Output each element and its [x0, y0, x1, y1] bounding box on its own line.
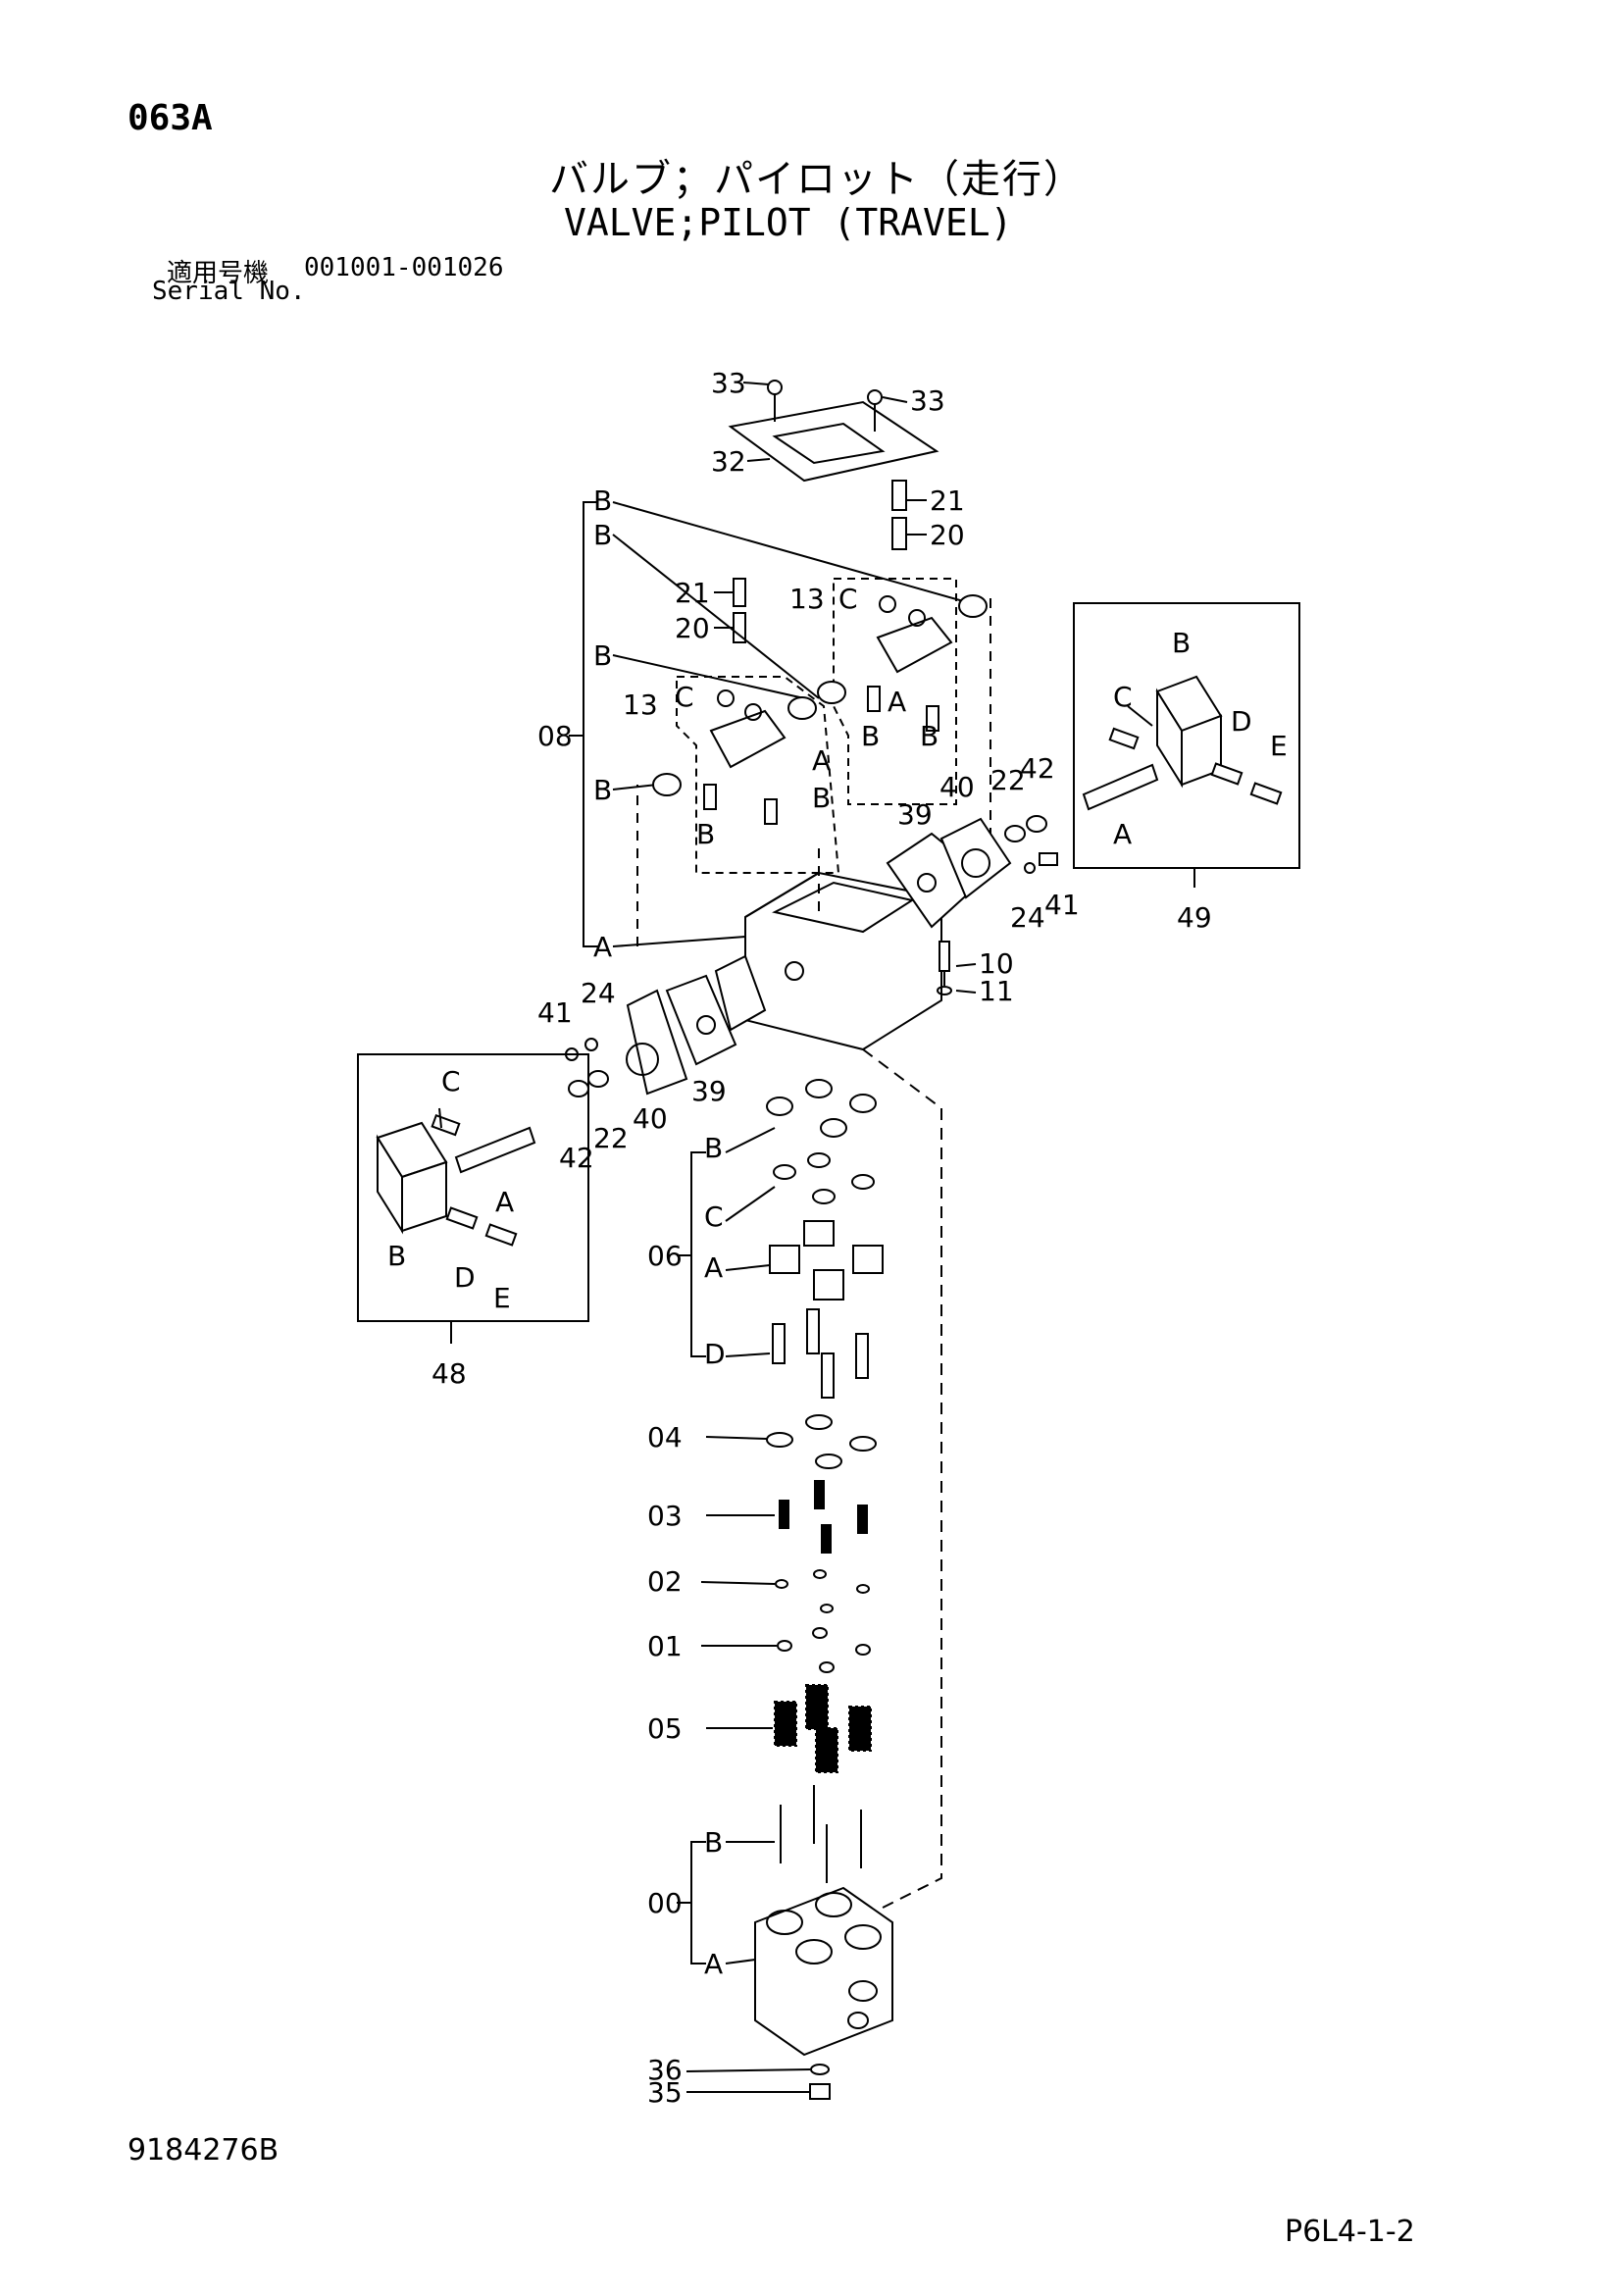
sub-label-a: A — [888, 686, 906, 718]
callout-33: 33 — [711, 367, 746, 399]
sub-label-b: B — [1172, 627, 1191, 659]
sub-label-a: A — [1113, 818, 1132, 850]
callout-42: 42 — [559, 1142, 594, 1174]
callout-40: 40 — [633, 1102, 668, 1135]
callout-41: 41 — [537, 996, 573, 1029]
valve-body — [754, 1886, 893, 2057]
callout-20: 20 — [675, 612, 710, 644]
callout-02: 02 — [647, 1565, 683, 1598]
sub-label-d: D — [454, 1261, 476, 1294]
callout-13: 13 — [623, 689, 658, 721]
callout-11: 11 — [979, 975, 1014, 1007]
callout-24: 24 — [1010, 901, 1045, 934]
title-japanese: バルブ；パイロット（走行） — [549, 157, 1085, 202]
callout-39: 39 — [691, 1075, 727, 1107]
page-reference: P6L4-1-2 — [1285, 2215, 1415, 2249]
callout-49: 49 — [1177, 901, 1212, 934]
callout-32: 32 — [711, 445, 746, 478]
sub-label-b: B — [593, 774, 612, 806]
callout-24: 24 — [581, 977, 616, 1009]
sub-label-b: B — [696, 818, 715, 850]
callout-36: 36 — [647, 2054, 683, 2086]
callout-22: 22 — [990, 764, 1026, 796]
callout-labels: 33 33 32 21 20 21 20 13 13 08 B B B B A … — [387, 367, 1288, 2109]
callout-03: 03 — [647, 1500, 683, 1532]
sub-label-e: E — [493, 1282, 511, 1314]
sub-label-a: A — [704, 1251, 723, 1284]
callout-22: 22 — [593, 1122, 629, 1154]
sub-label-c: C — [838, 583, 858, 615]
sub-label-e: E — [1270, 730, 1288, 762]
callout-33: 33 — [910, 384, 945, 417]
callout-13: 13 — [789, 583, 825, 615]
callout-21: 21 — [930, 485, 965, 517]
callout-42: 42 — [1020, 752, 1055, 785]
serial-label-japanese: 適用号機 — [167, 259, 270, 288]
document-number: 9184276B — [127, 2133, 279, 2168]
callout-48: 48 — [431, 1357, 467, 1390]
callout-40: 40 — [939, 771, 975, 803]
sub-label-b: B — [593, 485, 612, 517]
sub-label-b: B — [593, 519, 612, 551]
callout-20: 20 — [930, 519, 965, 551]
callout-39: 39 — [897, 798, 933, 831]
sub-label-b: B — [704, 1826, 723, 1859]
sub-label-b: B — [861, 720, 880, 752]
sub-label-d: D — [1231, 705, 1252, 738]
sub-label-d: D — [704, 1338, 726, 1370]
serial-label-english: Serial No. — [152, 277, 306, 306]
callout-41: 41 — [1044, 889, 1080, 921]
callout-35: 35 — [647, 2076, 683, 2109]
sub-label-b: B — [593, 639, 612, 672]
sub-label-b: B — [704, 1132, 723, 1164]
callout-06: 06 — [647, 1240, 683, 1272]
sub-label-a: A — [593, 931, 612, 963]
sub-label-c: C — [704, 1200, 724, 1233]
cover-plate-32 — [728, 380, 939, 483]
title-english: VALVE;PILOT (TRAVEL) — [564, 201, 1013, 244]
sub-label-c: C — [1113, 681, 1133, 713]
sub-label-a: A — [812, 744, 831, 777]
sub-label-b: B — [920, 720, 939, 752]
detail-box-49 — [1073, 602, 1300, 869]
valve-housing — [714, 871, 942, 1051]
callout-10: 10 — [979, 947, 1014, 980]
callout-01: 01 — [647, 1630, 683, 1662]
callout-04: 04 — [647, 1421, 683, 1454]
sub-label-b: B — [812, 782, 831, 814]
callout-00: 00 — [647, 1887, 683, 1919]
page-id: 063A — [127, 98, 213, 138]
sub-label-a: A — [495, 1186, 514, 1218]
sub-label-c: C — [441, 1065, 461, 1097]
serial-range: 001001-001026 — [304, 253, 504, 282]
sub-label-a: A — [704, 1948, 723, 1980]
callout-05: 05 — [647, 1712, 683, 1745]
callout-21: 21 — [675, 577, 710, 609]
sub-label-c: C — [675, 681, 694, 713]
detail-box-48 — [357, 1053, 589, 1322]
callout-08: 08 — [537, 720, 573, 752]
sub-label-b: B — [387, 1240, 406, 1272]
